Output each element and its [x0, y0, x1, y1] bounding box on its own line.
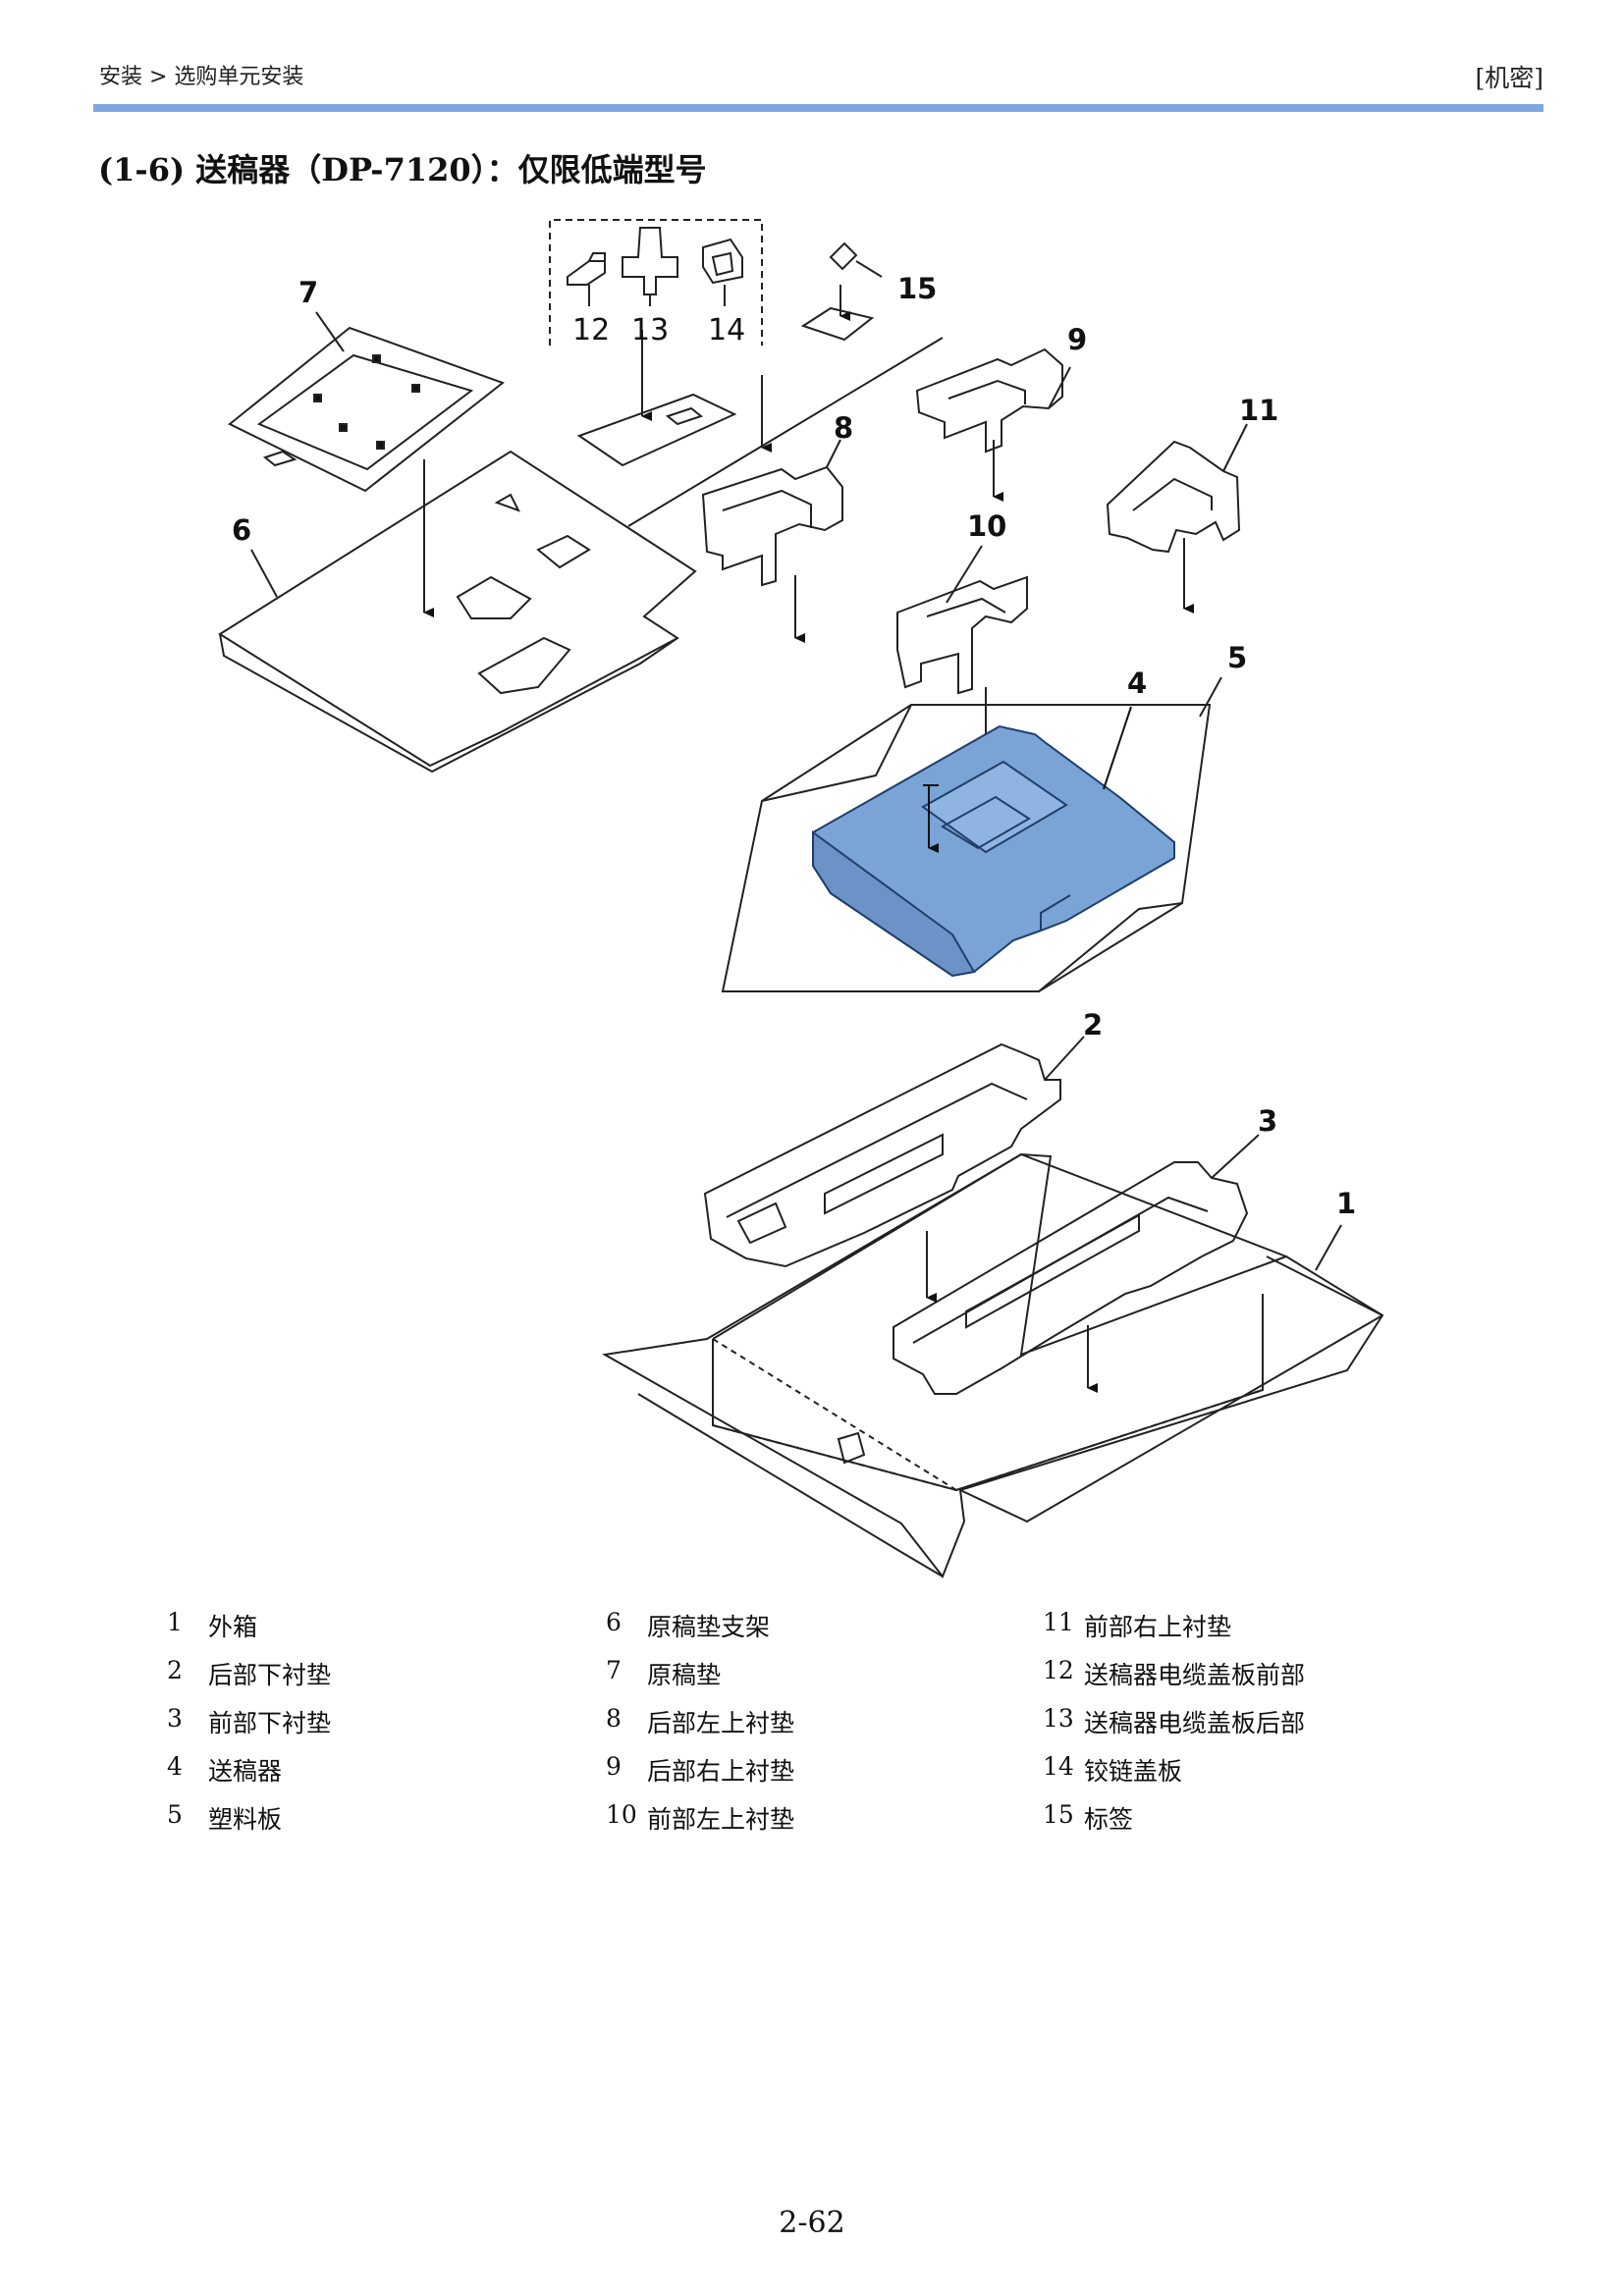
- callout-14: 14: [708, 313, 745, 347]
- part-6-bracket: [218, 450, 697, 774]
- part-12-cable-cover-front: [567, 252, 606, 306]
- part-14-hinge-cover: [702, 238, 743, 306]
- section-title: (1-6) 送稿器（DP-7120）：仅限低端型号: [98, 151, 707, 188]
- accessory-group-box: [549, 219, 763, 346]
- part-15-label: [800, 241, 883, 342]
- callout-10: 10: [967, 509, 1006, 543]
- header-rule: [93, 104, 1543, 112]
- callout-1: 1: [1336, 1187, 1356, 1220]
- callout-7: 7: [298, 276, 318, 309]
- part-2-pad: [703, 1036, 1085, 1268]
- part-1-outer-box: [602, 1152, 1384, 1578]
- callout-9: 9: [1067, 323, 1087, 356]
- part-4-document-processor: [812, 706, 1175, 978]
- callout-4: 4: [1127, 667, 1147, 700]
- callout-13: 13: [631, 313, 669, 347]
- confidential-label: [机密]: [1475, 64, 1543, 92]
- callout-6: 6: [232, 513, 251, 547]
- callout-5: 5: [1227, 641, 1247, 674]
- part-10-pad: [896, 545, 1028, 757]
- part-3-pad: [893, 1134, 1260, 1395]
- packing-diagram: 12 13 14 15 7 9 11 8 6 10 4 5 2 3 1: [218, 219, 1384, 1578]
- callout-2: 2: [1083, 1008, 1103, 1041]
- part-5-plastic-sheet: [721, 676, 1222, 992]
- part-13-cable-cover-rear: [622, 227, 678, 306]
- callout-11: 11: [1239, 394, 1278, 427]
- part-7-document-pad: [228, 311, 506, 617]
- page-number: 2-62: [779, 2206, 845, 2240]
- callout-8: 8: [834, 411, 853, 445]
- callout-12: 12: [572, 313, 610, 347]
- part-8-pad: [701, 439, 843, 643]
- part-11-pad: [1106, 423, 1248, 614]
- callout-3: 3: [1258, 1104, 1277, 1138]
- part-9-pad: [915, 347, 1071, 502]
- part-tray: [576, 330, 944, 527]
- callout-15: 15: [897, 272, 937, 305]
- breadcrumb: 安装 > 选购单元安装: [99, 65, 304, 89]
